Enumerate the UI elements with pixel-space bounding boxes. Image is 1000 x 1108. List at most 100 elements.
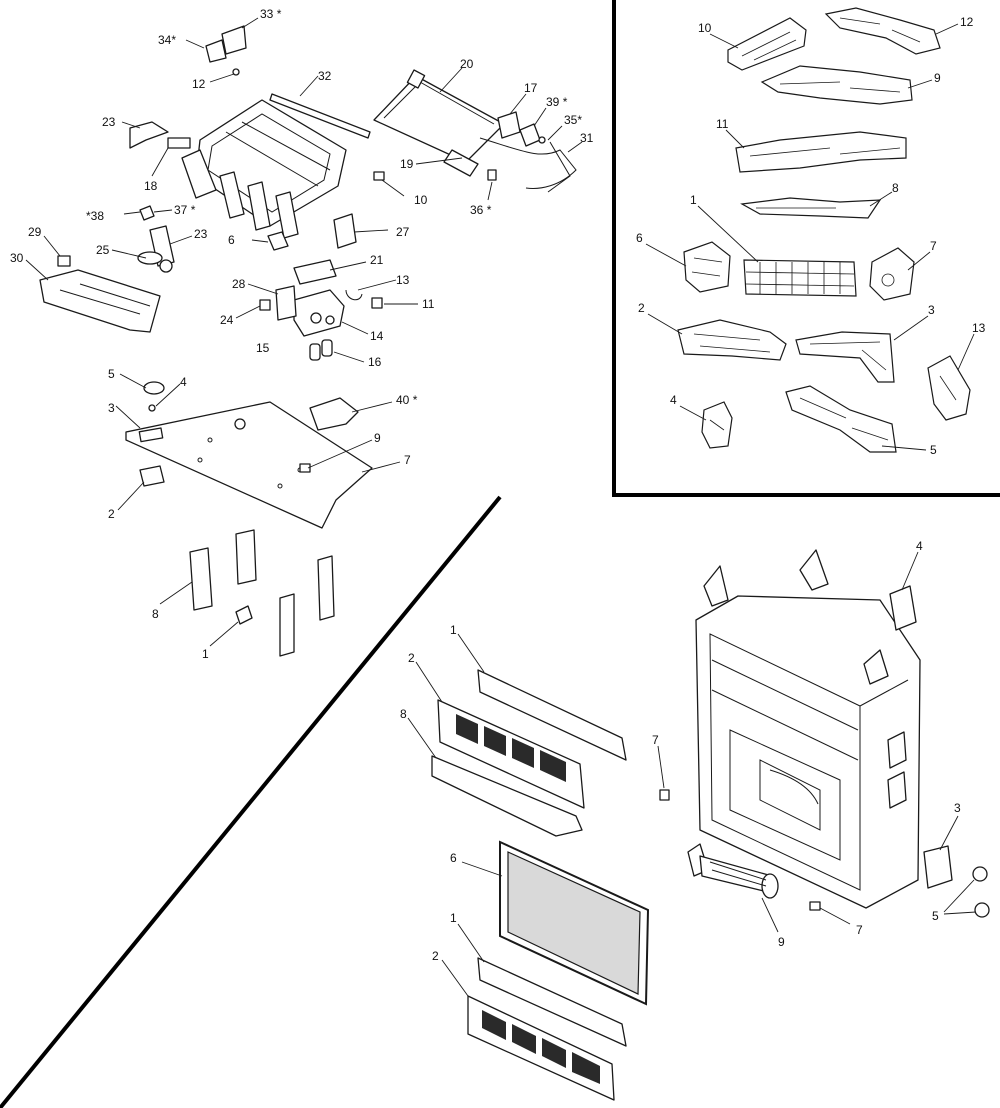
firebox-callouts: 1 2 8 7 6 1 2 4 3 9 7 5	[400, 539, 961, 963]
callout-base-8: 8	[152, 607, 159, 621]
clip-part-1	[235, 605, 253, 625]
trim-part-1-lower	[477, 957, 627, 1047]
callout-12: 12	[192, 77, 206, 91]
callout-20: 20	[460, 57, 474, 71]
callout-front-9: 9	[778, 935, 785, 949]
callout-11: 11	[422, 297, 435, 311]
blower-part-9	[687, 843, 779, 899]
louver-panel-part-2-lower	[467, 995, 615, 1101]
bracket-part-23	[129, 121, 169, 149]
cover-part-40	[309, 397, 359, 431]
callout-28: 28	[232, 277, 246, 291]
orifice-part-36	[487, 169, 497, 181]
disc-part-5-lower	[974, 902, 990, 918]
callout-front-2-upper: 2	[408, 651, 415, 665]
brackets-part-4	[703, 549, 917, 685]
callout-6: 6	[228, 233, 235, 247]
callout-21: 21	[370, 253, 384, 267]
callout-log-6: 6	[636, 231, 643, 245]
log-part-12	[824, 7, 941, 55]
hood-part-8	[431, 755, 583, 837]
callout-front-5: 5	[932, 909, 939, 923]
base-plate-part-7	[125, 401, 373, 529]
bracket-part-28	[275, 285, 297, 321]
log-part-4	[701, 401, 733, 449]
callout-17: 17	[524, 81, 538, 95]
ember-tray-ribs	[59, 283, 151, 315]
callout-31: 31	[580, 131, 594, 145]
callout-front-2-lower: 2	[432, 949, 439, 963]
callout-log-5: 5	[930, 443, 937, 457]
callout-log-2: 2	[638, 301, 645, 315]
callout-23-upper: 23	[102, 115, 116, 129]
part-18	[167, 137, 191, 149]
log-grate-part-1	[743, 259, 857, 297]
part-29	[57, 255, 71, 267]
log-part-11	[735, 131, 907, 173]
callout-log-8: 8	[892, 181, 899, 195]
callout-19: 19	[400, 157, 414, 171]
log-part-2	[677, 319, 787, 361]
fitting-part-13	[345, 289, 363, 301]
callout-base-3: 3	[108, 401, 115, 415]
switch-part-2	[139, 465, 165, 487]
burner-frame	[181, 99, 347, 239]
grommet-part-5	[143, 381, 165, 395]
callout-base-7: 7	[404, 453, 411, 467]
callout-log-10: 10	[698, 21, 712, 35]
disc-part-5-upper	[972, 866, 988, 882]
callout-front-7-upper: 7	[652, 733, 659, 747]
burner-callouts: 33 * 34* 12 32 20 17 39 * 35* 31 23 18 1…	[10, 7, 594, 661]
box-part-3	[923, 845, 953, 889]
firebox-leader-lines	[407, 551, 977, 997]
callout-front-4: 4	[916, 539, 923, 553]
log-part-7	[869, 247, 915, 301]
callout-base-40: 40 *	[396, 393, 418, 407]
legs-part-8	[189, 529, 335, 657]
clip-part-7-upper	[659, 789, 670, 801]
callout-base-4: 4	[180, 375, 187, 389]
log-part-8	[740, 197, 882, 219]
strip-part-32	[269, 93, 371, 139]
bracket-part-27	[333, 213, 357, 249]
gas-valve-part-14	[293, 289, 345, 337]
callout-log-1: 1	[690, 193, 697, 207]
burner-leader-lines	[25, 17, 583, 647]
log-part-6	[683, 241, 731, 293]
callout-10: 10	[414, 193, 428, 207]
callout-front-7-lower: 7	[856, 923, 863, 937]
callout-27: 27	[396, 225, 410, 239]
ember-tray-part-30	[39, 269, 161, 333]
log-part-3	[795, 331, 895, 383]
callout-16: 16	[368, 355, 382, 369]
air-shutter-assembly	[137, 205, 175, 273]
callout-34: 34*	[158, 33, 176, 47]
callout-log-11: 11	[716, 117, 729, 131]
callout-front-3: 3	[954, 801, 961, 815]
callout-log-9: 9	[934, 71, 941, 85]
callout-front-8: 8	[400, 707, 407, 721]
callout-30: 30	[10, 251, 24, 265]
callout-log-7: 7	[930, 239, 937, 253]
fittings-part-16	[309, 339, 333, 361]
part-6	[267, 231, 289, 251]
screw-part-12	[232, 68, 240, 76]
fitting-part-24	[259, 299, 271, 311]
log-part-9	[760, 65, 913, 105]
callout-38: *38	[86, 209, 104, 223]
glass-door-part-6	[499, 840, 650, 1006]
switch-part-34	[205, 39, 227, 63]
clip-part-10	[373, 171, 385, 181]
log-part-5	[785, 385, 897, 453]
callout-37: 37 *	[174, 203, 196, 217]
callout-24: 24	[220, 313, 234, 327]
callout-25: 25	[96, 243, 110, 257]
callout-15: 15	[256, 341, 270, 355]
fitting-part-11	[371, 297, 383, 309]
callout-front-1-lower: 1	[450, 911, 457, 925]
callout-39: 39 *	[546, 95, 568, 109]
callout-base-1: 1	[202, 647, 209, 661]
callout-35: 35*	[564, 113, 582, 127]
